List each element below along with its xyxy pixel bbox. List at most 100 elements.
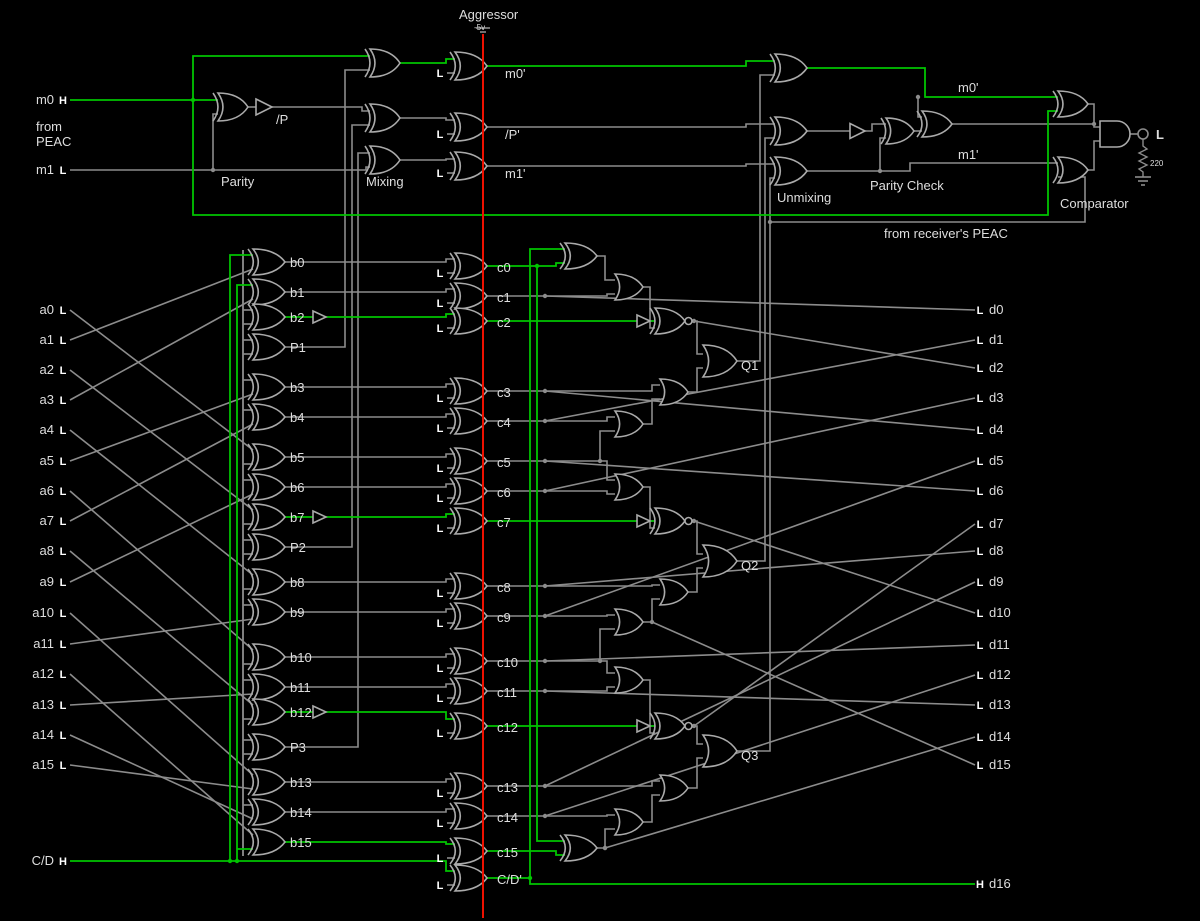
label-row-b11: b11: [290, 680, 311, 695]
input-pin-a0-state[interactable]: L: [60, 305, 67, 317]
pin-name-d14: d14: [989, 729, 1011, 744]
wire-input-a13: [69, 693, 254, 706]
wire-active: [192, 55, 370, 100]
xor-input-arc: [247, 798, 255, 826]
gate-parity-check-buffer: [849, 122, 867, 140]
wire-b-to-c: [285, 778, 455, 783]
pin-name-d8: d8: [989, 543, 1003, 558]
input-pin-a15-state[interactable]: L: [60, 760, 67, 772]
xor-input-arc: [449, 252, 457, 280]
gate-xor-c2: [453, 307, 488, 335]
output-pin-d2-state: L: [977, 363, 984, 375]
input-pin-a2-state[interactable]: L: [60, 365, 67, 377]
pin-name-a2: a2: [40, 362, 54, 377]
xor-input-arc: [247, 503, 255, 531]
xor-input-arc: [559, 242, 567, 270]
xor-input-arc: [449, 447, 457, 475]
gate-xor-b12: [251, 698, 286, 726]
wire-gray: [1088, 103, 1100, 128]
wire-junction: [542, 658, 548, 664]
input-pin-a4-state[interactable]: L: [60, 425, 67, 437]
label-parity: Parity: [221, 174, 255, 189]
gate-or-q1: [701, 344, 738, 378]
gate-buffer-b12: [312, 704, 328, 720]
pin-name-a14: a14: [32, 727, 54, 742]
label-row-p2: P2: [290, 540, 306, 555]
input-pin-a1-state[interactable]: L: [60, 335, 67, 347]
wire-active: [487, 60, 775, 67]
gate-xor-c-d: [453, 864, 488, 892]
gate-parity-check-xor-2: [920, 110, 953, 138]
input-pin-a6-state[interactable]: L: [60, 486, 67, 498]
gate-unmixing-xor-3: [773, 156, 808, 186]
label-row-c8: c8: [497, 580, 511, 595]
input-pin-a9-state[interactable]: L: [60, 577, 67, 589]
input-pin-a10-state[interactable]: L: [60, 608, 67, 620]
output-pin-d11-state: L: [977, 640, 984, 652]
inverter-bubble: [684, 721, 693, 731]
gate-or-g1b: [658, 378, 689, 406]
xor-input-arc: [449, 477, 457, 505]
label-row-c0: c0: [497, 260, 511, 275]
xor-input-arc: [449, 151, 457, 181]
wire-output-d14: [604, 736, 976, 849]
label-row-c1: c1: [497, 290, 511, 305]
gate-xor-c11: [453, 677, 488, 705]
gate-or-g2b: [658, 578, 689, 606]
wire-gray: [487, 384, 660, 392]
wire-b-to-c: [285, 608, 455, 613]
pin-name-a13: a13: [32, 697, 54, 712]
gate-xor-c12: [453, 712, 488, 740]
gate-xnor-g3: [653, 712, 686, 740]
input-pin-a8-state[interactable]: L: [60, 546, 67, 558]
gate-aggressor-xor-m1: [453, 151, 488, 181]
output-pin-d4-state: L: [977, 425, 984, 437]
label-row-c2: c2: [497, 315, 511, 330]
wire-output-d2: [693, 320, 976, 369]
wire-output-d11: [544, 644, 976, 662]
pin-name-a1: a1: [40, 332, 54, 347]
gate-or-g1a: [613, 273, 644, 301]
label-from: from: [36, 119, 62, 134]
wire-junction: [542, 583, 548, 589]
xor-input-arc: [449, 802, 457, 830]
input-pin-a13-state[interactable]: L: [60, 700, 67, 712]
gate-xor-c0-tap: [563, 242, 598, 270]
wire-junction: [597, 658, 603, 664]
constant-low-pin: L: [437, 268, 444, 280]
wire-active: [400, 58, 455, 64]
input-pin-a11-state[interactable]: L: [60, 639, 67, 651]
input-pin-a14-state[interactable]: L: [60, 730, 67, 742]
gate-comparator-and: [1099, 120, 1131, 148]
wire-active: [536, 266, 565, 842]
output-pin-d6-state: L: [977, 486, 984, 498]
output-pin-d13-state: L: [977, 700, 984, 712]
xor-input-arc: [769, 116, 777, 146]
input-pin-m1-state[interactable]: L: [60, 165, 67, 177]
xor-input-arc: [449, 864, 457, 892]
wire-input-a8: [69, 550, 254, 706]
input-pin-a7-state[interactable]: L: [60, 516, 67, 528]
pin-name-a5: a5: [40, 453, 54, 468]
xor-input-arc: [880, 117, 887, 145]
input-pin-a3-state[interactable]: L: [60, 395, 67, 407]
wire-b-to-c: [285, 483, 455, 488]
gate-xor-b15: [251, 828, 286, 856]
gate-or-q3: [701, 734, 738, 768]
wire-junction: [542, 488, 548, 494]
wire-junction: [767, 219, 773, 225]
label-unmixing: Unmixing: [777, 190, 831, 205]
wire-junction: [877, 168, 883, 174]
input-pin-a5-state[interactable]: L: [60, 456, 67, 468]
gate-xnor-g2: [653, 507, 686, 535]
input-pin-a12-state[interactable]: L: [60, 669, 67, 681]
wire-active: [807, 67, 1058, 98]
wire-output-d5: [544, 460, 976, 617]
pin-name-a9: a9: [40, 574, 54, 589]
input-pin-m0-state[interactable]: H: [59, 95, 67, 107]
wire-output-d6: [544, 460, 976, 492]
label-row-c12: c12: [497, 720, 518, 735]
wire-gray: [865, 123, 886, 132]
input-pin-c-d-state[interactable]: H: [59, 856, 67, 868]
wire-input-a15: [69, 764, 254, 790]
